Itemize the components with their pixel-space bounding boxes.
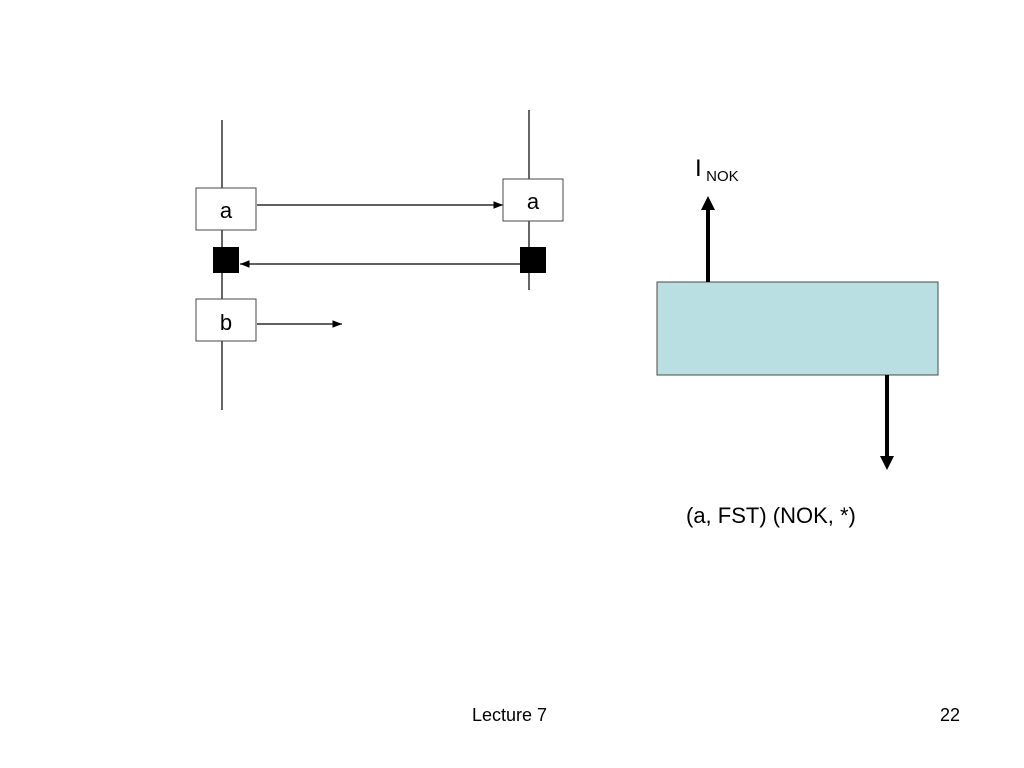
- output-label-subscript: NOK: [706, 168, 739, 185]
- transition-caption: (a, FST) (NOK, *): [686, 503, 856, 528]
- right-box-a: [502, 178, 564, 222]
- left-box-b: [195, 298, 257, 342]
- down-arrow-head: [880, 456, 894, 470]
- left-box-a-label: a: [220, 198, 233, 223]
- footer-lecture: Lecture 7: [472, 705, 548, 725]
- output-arrow-head: [701, 196, 715, 210]
- output-label: I NOK: [695, 155, 739, 185]
- left-black-marker: [213, 247, 239, 273]
- left-box-b-label: b: [220, 310, 232, 335]
- footer-page-number: 22: [940, 705, 961, 725]
- right-black-marker: [520, 247, 546, 273]
- state-box: [656, 281, 939, 376]
- right-box-a-label: a: [527, 189, 540, 214]
- left-box-a: [195, 187, 257, 231]
- output-label-main: I: [695, 155, 702, 182]
